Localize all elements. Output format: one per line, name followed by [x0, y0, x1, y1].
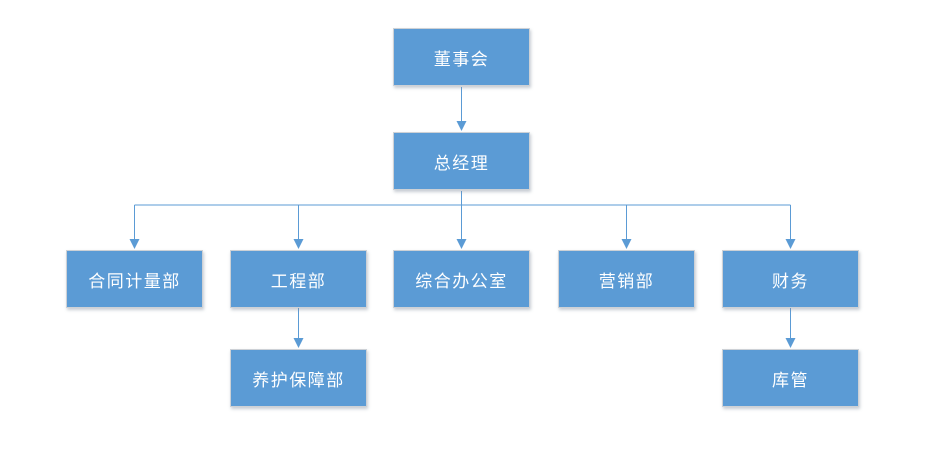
org-node-board-label: 董事会: [433, 49, 490, 70]
org-node-warehouse-label: 库管: [772, 370, 809, 391]
org-node-maintenance-support-label: 养护保障部: [252, 370, 345, 391]
org-node-board[interactable]: 董事会: [393, 28, 530, 86]
org-node-general-office-label: 综合办公室: [415, 271, 508, 292]
org-node-warehouse[interactable]: 库管: [722, 349, 859, 407]
org-node-finance-label: 财务: [772, 271, 809, 292]
org-node-marketing[interactable]: 营销部: [558, 250, 695, 308]
org-node-engineering[interactable]: 工程部: [230, 250, 367, 308]
org-node-general-office[interactable]: 综合办公室: [393, 250, 530, 308]
org-node-general-manager[interactable]: 总经理: [393, 132, 530, 190]
org-node-marketing-label: 营销部: [598, 271, 655, 292]
org-node-maintenance-support[interactable]: 养护保障部: [230, 349, 367, 407]
org-node-contract-measurement[interactable]: 合同计量部: [66, 250, 203, 308]
org-node-engineering-label: 工程部: [270, 271, 327, 292]
org-node-finance[interactable]: 财务: [722, 250, 859, 308]
org-node-contract-measurement-label: 合同计量部: [88, 271, 181, 292]
org-node-general-manager-label: 总经理: [433, 153, 490, 174]
